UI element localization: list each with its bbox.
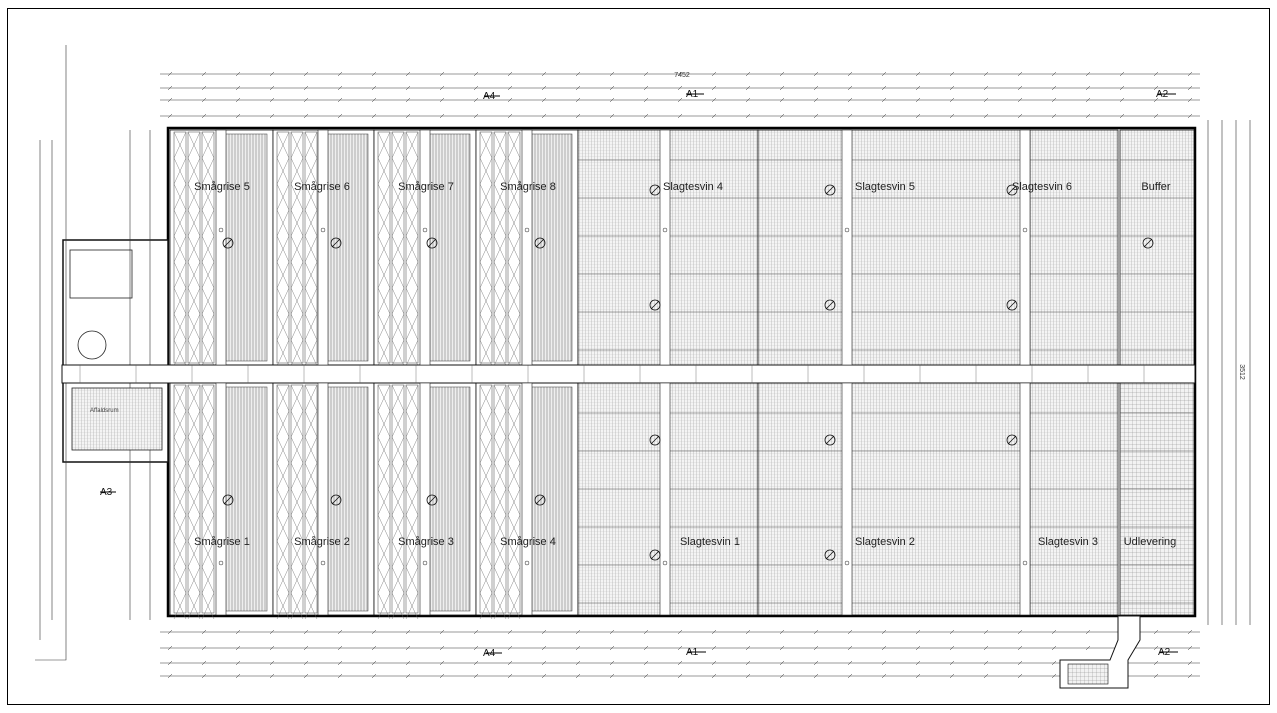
- room-label-bottom: Smågrise 2: [294, 536, 350, 548]
- room-label-bottom: Smågrise 4: [500, 536, 556, 548]
- section-marker-a2-bottom: A2: [1158, 647, 1178, 658]
- room-label-top: Slagtesvin 6: [1012, 181, 1072, 193]
- room-label-top: Smågrise 7: [398, 181, 454, 193]
- service-aisles: [215, 129, 1154, 616]
- room-label-bottom: Smågrise 3: [398, 536, 454, 548]
- svg-text:A4: A4: [483, 91, 496, 102]
- svg-text:A3: A3: [100, 487, 113, 498]
- annex-label: Affaldsrum: [90, 408, 119, 414]
- room-label-top: Slagtesvin 4: [663, 181, 723, 193]
- section-marker-a1-bottom: A1: [686, 647, 706, 658]
- room-label-top: Buffer: [1141, 181, 1170, 193]
- section-marker-a3: A3: [100, 487, 116, 498]
- room-label-top: Smågrise 6: [294, 181, 350, 193]
- room-label-bottom: Udlevering: [1124, 536, 1177, 548]
- room-label-bottom: Smågrise 1: [194, 536, 250, 548]
- svg-text:A1: A1: [686, 89, 699, 100]
- corridor-marks: [79, 365, 1145, 383]
- svg-text:A2: A2: [1158, 647, 1171, 658]
- section-marker-a1-top: A1: [686, 89, 704, 100]
- room-label-top: Slagtesvin 5: [855, 181, 915, 193]
- section-marker-a4-bottom: A4: [483, 648, 502, 659]
- section-marker-a4-top: A4: [483, 91, 500, 102]
- room-label-bottom: Slagtesvin 1: [680, 536, 740, 548]
- overall-width-text: 3512: [1238, 364, 1245, 380]
- dimension-ticks: [167, 71, 1193, 679]
- room-label-top: Smågrise 5: [194, 181, 250, 193]
- overall-length-text: 7452: [674, 72, 690, 79]
- section-marker-a2-top: A2: [1156, 89, 1176, 100]
- corridor: [61, 364, 1196, 384]
- svg-text:A1: A1: [686, 647, 699, 658]
- svg-text:A2: A2: [1156, 89, 1169, 100]
- room-label-bottom: Slagtesvin 2: [855, 536, 915, 548]
- svg-text:A4: A4: [483, 648, 496, 659]
- room-label-top: Smågrise 8: [500, 181, 556, 193]
- room-label-bottom: Slagtesvin 3: [1038, 536, 1098, 548]
